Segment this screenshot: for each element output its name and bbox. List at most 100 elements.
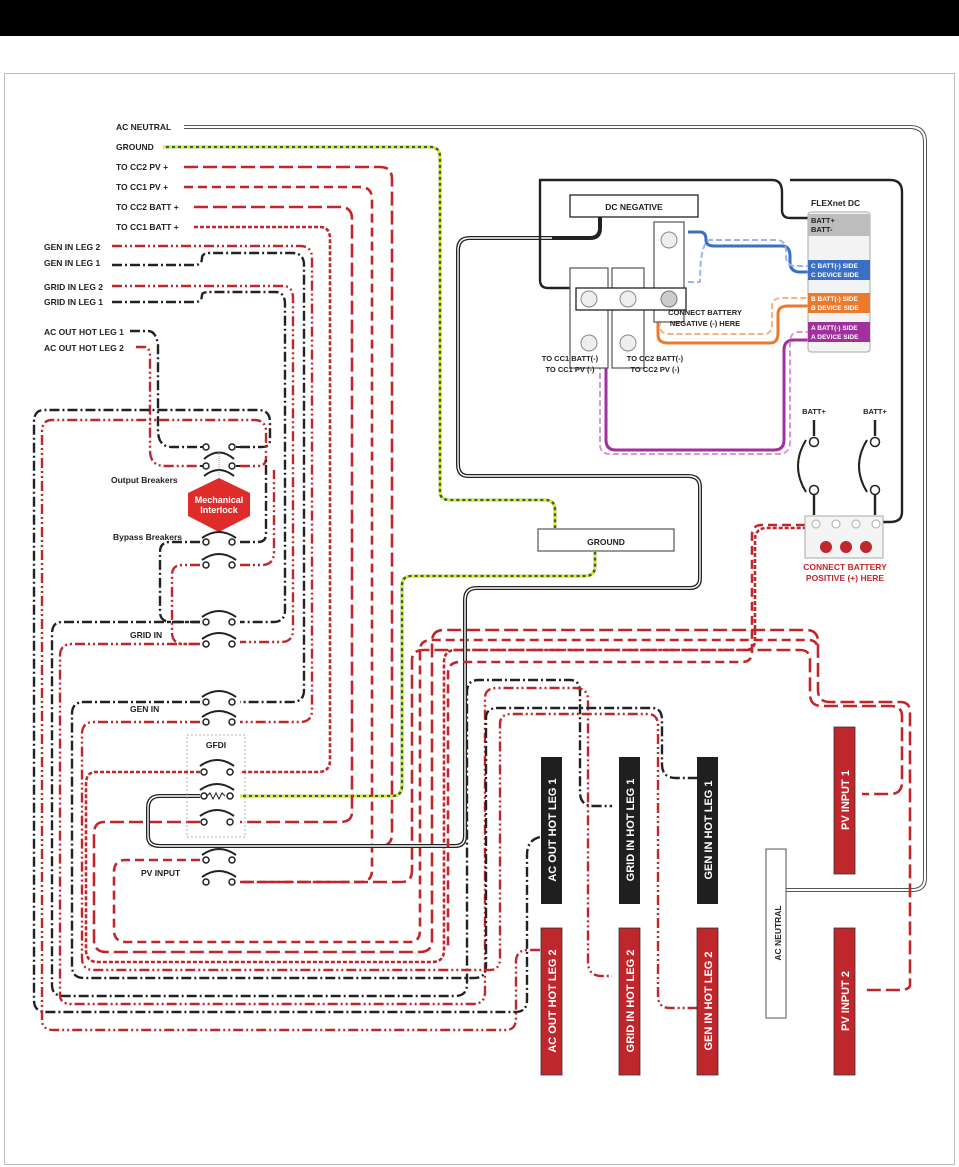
gfdi-breaker-2[interactable] <box>199 809 235 826</box>
terminal-grid-in-leg-2-label: GRID IN HOT LEG 2 <box>625 950 637 1053</box>
grid-in-breaker-2[interactable] <box>201 632 237 648</box>
dc-negative-bus: DC NEGATIVE CONNECT BATTERY NEGATIVE (-)… <box>542 194 742 374</box>
terminal-pv-input-1[interactable]: PV INPUT 1 <box>833 726 856 875</box>
pv-input-breaker-2[interactable] <box>201 870 237 886</box>
mechanical-interlock: Mechanical Interlock <box>188 478 250 532</box>
grid-in-breaker-1[interactable] <box>201 610 237 626</box>
legend-to-cc1-pv: TO CC1 PV + <box>116 182 168 192</box>
cc1-neg-line2: TO CC1 PV (-) <box>545 365 595 374</box>
cc2-neg-line1: TO CC2 BATT(-) <box>627 354 684 363</box>
wire-bypass-black <box>158 540 200 624</box>
cc1-neg-line1: TO CC1 BATT(-) <box>542 354 599 363</box>
terminal-ac-neutral[interactable]: AC NEUTRAL <box>765 848 787 1019</box>
gen-in-breaker-2[interactable] <box>201 710 237 726</box>
legend-ac-out-hot-leg-2: AC OUT HOT LEG 2 <box>44 343 124 353</box>
bolt-icon <box>619 334 637 352</box>
wire-gen-in-out-black <box>70 700 700 980</box>
label-gen-in: GEN IN <box>130 704 159 714</box>
gen-in-breaker-1[interactable] <box>201 690 237 706</box>
pv-input-breaker-1[interactable] <box>201 848 237 864</box>
cc2-neg-line2: TO CC2 PV (-) <box>630 365 680 374</box>
wire-grid-in-leg-2 <box>112 284 295 644</box>
wire-gfdi-loop-inner <box>147 237 701 847</box>
wire-gen-in-leg-1 <box>112 251 306 704</box>
output-breaker-1[interactable] <box>200 443 240 460</box>
terminal-icon <box>871 519 881 529</box>
dc-negative-title: DC NEGATIVE <box>605 202 663 212</box>
terminal-ac-out-leg-2[interactable]: AC OUT HOT LEG 2 <box>540 927 563 1076</box>
wire-pv-input-top <box>112 638 820 944</box>
legend-ground: GROUND <box>116 142 154 152</box>
flexnet-batt-plus: BATT+ <box>811 216 835 225</box>
dc-negative-title-box <box>569 194 699 218</box>
terminal-grid-in-leg-1-label: GRID IN HOT LEG 1 <box>625 779 637 882</box>
wire-ground-stripe <box>163 145 557 528</box>
wire-ac-neutral-inner <box>184 126 926 891</box>
label-gfdi: GFDI <box>206 740 226 750</box>
flexnet-channel-a <box>808 322 870 342</box>
breaker-bank: Output Breakers Mechanical Interlock Byp… <box>111 443 250 886</box>
batt-plus-label-2: BATT+ <box>863 407 887 416</box>
flexnet-b-device: B DEVICE SIDE <box>811 305 859 312</box>
bolt-icon <box>660 290 678 308</box>
top-bar <box>0 0 959 36</box>
shunt-cc1 <box>569 267 609 369</box>
legend-ac-out-hot-leg-1: AC OUT HOT LEG 1 <box>44 327 124 337</box>
battery-breaker-2[interactable] <box>858 436 881 496</box>
wire-ac-out-leg-2 <box>136 345 200 468</box>
gfdi-breaker-1[interactable] <box>199 759 235 776</box>
gfdi-box <box>186 734 246 838</box>
label-output-breakers: Output Breakers <box>111 475 178 485</box>
flexnet-channel-c <box>808 260 870 280</box>
bolt-icon <box>660 231 678 249</box>
battery-breaker-1[interactable] <box>797 436 820 496</box>
legend: AC NEUTRAL GROUND TO CC2 PV + TO CC1 PV … <box>44 122 179 353</box>
flexnet-dc: FLEXnet DC BATT+ BATT- C BATT(-) SIDE C … <box>807 198 871 353</box>
terminal-ac-out-leg-1[interactable]: AC OUT HOT LEG 1 <box>541 757 562 904</box>
wire-grid-in-out-black <box>50 620 612 998</box>
flexnet-title: FLEXnet DC <box>811 198 860 208</box>
flexnet-a-batt: A BATT(-) SIDE <box>811 325 858 332</box>
shunt-cc2 <box>611 267 645 369</box>
terminal-grid-in-leg-1[interactable]: GRID IN HOT LEG 1 <box>619 757 640 904</box>
legend-grid-in-leg-1: GRID IN LEG 1 <box>44 297 103 307</box>
wire-dc-neg-border <box>552 216 602 240</box>
wire-output-loop-black <box>32 408 541 1014</box>
terminal-icon <box>831 519 841 529</box>
terminal-gen-in-leg-2[interactable]: GEN IN HOT LEG 2 <box>696 927 719 1076</box>
wire-gfdi-cc1-batt <box>84 526 805 964</box>
flexnet-c-device: C DEVICE SIDE <box>811 272 859 279</box>
terminal-grid-in-leg-2[interactable]: GRID IN HOT LEG 2 <box>618 927 641 1076</box>
connect-negative-line1: CONNECT BATTERY <box>668 308 742 317</box>
wire-flexnet-c-light <box>688 238 808 283</box>
wire-grid-in-out-red <box>58 642 612 1006</box>
legend-grid-in-leg-2: GRID IN LEG 2 <box>44 282 103 292</box>
wire-flexnet-a <box>604 292 808 452</box>
flexnet-batt-plus-wire <box>790 178 904 524</box>
wire-gen-in-out-red <box>80 712 700 1010</box>
flexnet-c-batt: C BATT(-) SIDE <box>811 263 858 270</box>
legend-ac-neutral: AC NEUTRAL <box>116 122 171 132</box>
batt-plus-label-1: BATT+ <box>802 407 826 416</box>
connect-positive-line2: POSITIVE (+) HERE <box>806 573 884 583</box>
output-breaker-2[interactable] <box>200 462 240 477</box>
flexnet-body <box>807 211 871 353</box>
wire-grid-in-leg-1 <box>112 290 287 624</box>
legend-to-cc2-batt: TO CC2 BATT + <box>116 202 179 212</box>
wire-bypass-black-r <box>240 460 268 544</box>
terminal-gen-in-leg-1[interactable]: GEN IN HOT LEG 1 <box>697 757 718 904</box>
ground-bar: GROUND <box>537 528 675 552</box>
label-pv-input: PV INPUT <box>141 868 181 878</box>
terminal-pv-input-2[interactable]: PV INPUT 2 <box>833 927 856 1076</box>
terminal-ac-neutral-label: AC NEUTRAL <box>773 905 783 960</box>
terminal-icon <box>811 519 821 529</box>
connect-negative-line2: NEGATIVE (-) HERE <box>670 319 740 328</box>
positive-terminal-icon <box>840 541 852 553</box>
dc-neg-outline <box>538 178 808 290</box>
wire-bypass-red <box>170 563 200 646</box>
wire-cc2-batt <box>194 205 354 824</box>
bypass-breaker-2[interactable] <box>201 553 237 569</box>
terminal-gen-in-leg-1-label: GEN IN HOT LEG 1 <box>703 780 715 879</box>
bypass-breaker-1[interactable] <box>201 531 237 546</box>
